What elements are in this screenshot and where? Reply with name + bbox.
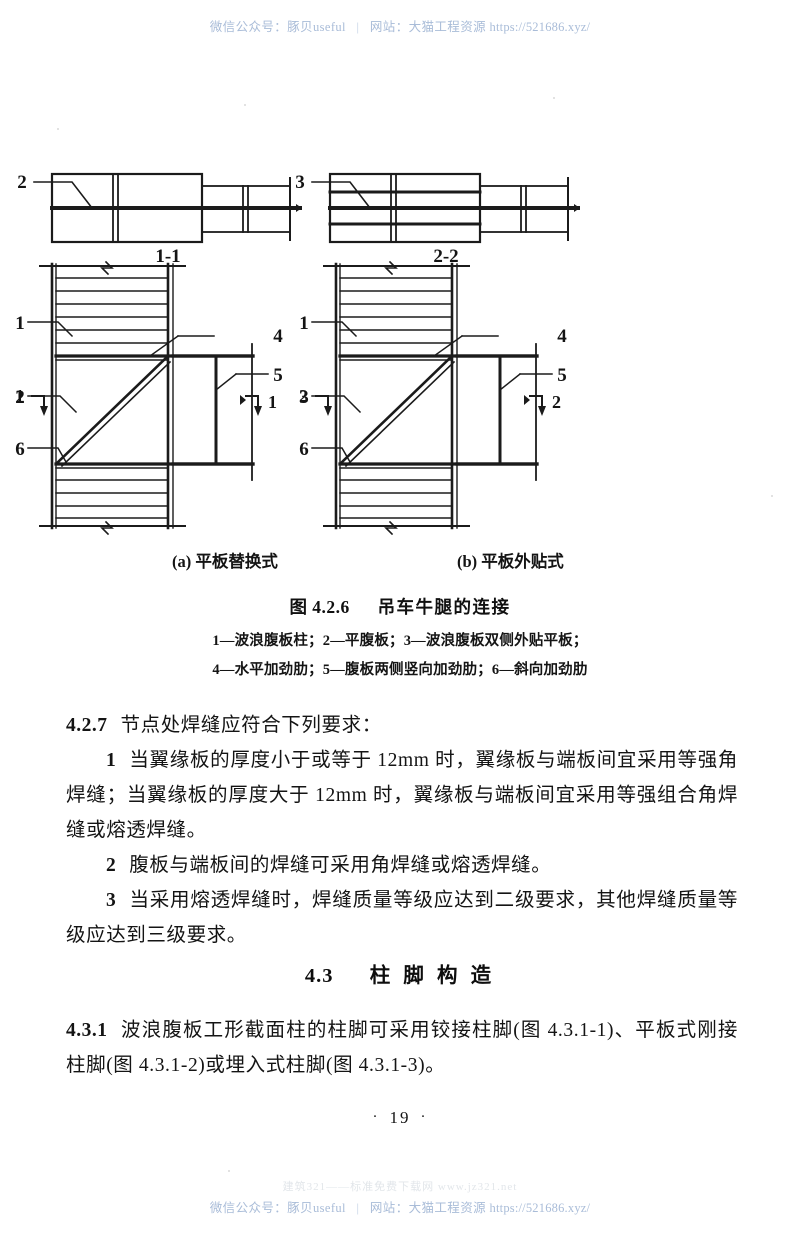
- footer-watermark: 微信公众号：豚贝useful | 网站：大猫工程资源 https://52168…: [0, 1197, 800, 1216]
- figure-4-2-6: 2 1-1 3 2-2 1 2 6 4 5 1 1 1 3 6 4 5 2 2: [0, 150, 800, 690]
- page-dot-right: ·: [420, 1109, 428, 1125]
- item-number-1: 1: [106, 750, 117, 771]
- section-4-3-number: 4.3: [304, 965, 334, 987]
- footer-ghost-watermark: 建筑321——标准免费下载网 www.jz321.net: [282, 1181, 518, 1193]
- elevation-a-drawing: [27, 260, 269, 536]
- leader-label-b-1: 1: [299, 313, 309, 334]
- section-cut-label-b-left: 2: [299, 386, 308, 406]
- elevation-b-drawing: [311, 260, 553, 536]
- clause-4-2-7-intro: 4.2.7 节点处焊缝应符合下列要求：: [66, 708, 738, 743]
- page-number: · 19 ·: [0, 1108, 800, 1128]
- item-number-2: 2: [106, 855, 117, 876]
- watermark-url: https://521686.xyz/: [489, 20, 591, 34]
- section-4-3-title: 柱 脚 构 造: [369, 965, 496, 987]
- clause-4-2-7-number: 4.2.7: [66, 715, 108, 736]
- leader-label-top-left-2: 2: [17, 172, 27, 193]
- leader-label-a-5: 5: [273, 365, 283, 386]
- page-number-value: 19: [389, 1108, 411, 1127]
- clause-4-2-7-item-2: 2 腹板与端板间的焊缝可采用角焊缝或熔透焊缝。: [66, 848, 738, 883]
- leader-label-b-4: 4: [557, 326, 567, 347]
- scan-speck: [771, 495, 773, 497]
- clause-4-2-7-intro-text: 节点处焊缝应符合下列要求：: [120, 715, 382, 736]
- figure-caption: 图 4.2.6 吊车牛腿的连接: [0, 594, 800, 619]
- section-4-3-heading: 4.3 柱 脚 构 造: [0, 958, 800, 988]
- scan-speck: [228, 1170, 230, 1172]
- figure-caption-number: 图 4.2.6: [289, 597, 350, 617]
- section-cut-label-a-left: 1: [15, 386, 24, 406]
- leader-label-a-6: 6: [15, 439, 25, 460]
- section-1-1-drawing: [33, 172, 302, 244]
- figure-subcaptions: (a) 平板替换式 (b) 平板外贴式: [0, 548, 800, 574]
- leader-label-a-1: 1: [15, 313, 25, 334]
- section-label-2-2: 2-2: [433, 246, 458, 267]
- clause-4-3-1-text: 波浪腹板工形截面柱的柱脚可采用铰接柱脚(图 4.3.1-1)、平板式刚接柱脚(图…: [66, 1020, 738, 1076]
- section-2-2-drawing: [311, 172, 580, 244]
- section-cut-label-a-right: 1: [268, 392, 277, 412]
- footer-watermark-site-label: 网站：大猫工程资源: [369, 1201, 486, 1215]
- clause-4-3-1-number: 4.3.1: [66, 1020, 108, 1041]
- item-number-3: 3: [106, 890, 117, 911]
- footer-watermark-url: https://521686.xyz/: [489, 1201, 591, 1215]
- leader-label-b-6: 6: [299, 439, 309, 460]
- leader-label-b-3: 3: [299, 387, 309, 408]
- section-cut-label-b-right: 2: [552, 392, 561, 412]
- item-text-1: 当翼缘板的厚度小于或等于 12mm 时，翼缘板与端板间宜采用等强角焊缝；当翼缘板…: [66, 750, 738, 841]
- figure-legend-line-2: 4—水平加劲肋；5—腹板两侧竖向加劲肋；6—斜向加劲肋: [212, 662, 588, 678]
- scan-speck: [244, 104, 246, 106]
- scan-speck: [553, 97, 555, 99]
- watermark-separator: |: [356, 20, 360, 34]
- footer-watermark-separator: |: [356, 1201, 360, 1215]
- figure-drawing: 2 1-1 3 2-2 1 2 6 4 5 1 1 1 3 6 4 5 2 2: [15, 172, 580, 536]
- scan-speck: [57, 128, 59, 130]
- subcaption-b: (b) 平板外贴式: [457, 552, 564, 571]
- subcaption-a: (a) 平板替换式: [172, 552, 278, 571]
- page-dot-left: ·: [372, 1109, 380, 1125]
- figure-legend-line-1: 1—波浪腹板柱；2—平腹板；3—波浪腹板双侧外贴平板；: [212, 633, 588, 649]
- header-watermark: 微信公众号：豚贝useful | 网站：大猫工程资源 https://52168…: [0, 16, 800, 35]
- leader-label-top-right-3: 3: [295, 172, 305, 193]
- leader-label-b-5: 5: [557, 365, 567, 386]
- leader-label-a-2: 2: [15, 387, 25, 408]
- section-label-1-1: 1-1: [155, 246, 180, 267]
- figure-caption-title: 吊车牛腿的连接: [377, 597, 511, 617]
- leader-label-a-4: 4: [273, 326, 283, 347]
- item-text-2: 腹板与端板间的焊缝可采用角焊缝或熔透焊缝。: [129, 855, 552, 876]
- watermark-site-label: 网站：大猫工程资源: [369, 20, 486, 34]
- watermark-wechat-label: 微信公众号：豚贝useful: [209, 20, 346, 34]
- item-text-3: 当采用熔透焊缝时，焊缝质量等级应达到二级要求，其他焊缝质量等级应达到三级要求。: [66, 890, 738, 946]
- footer-watermark-wechat-label: 微信公众号：豚贝useful: [209, 1201, 346, 1215]
